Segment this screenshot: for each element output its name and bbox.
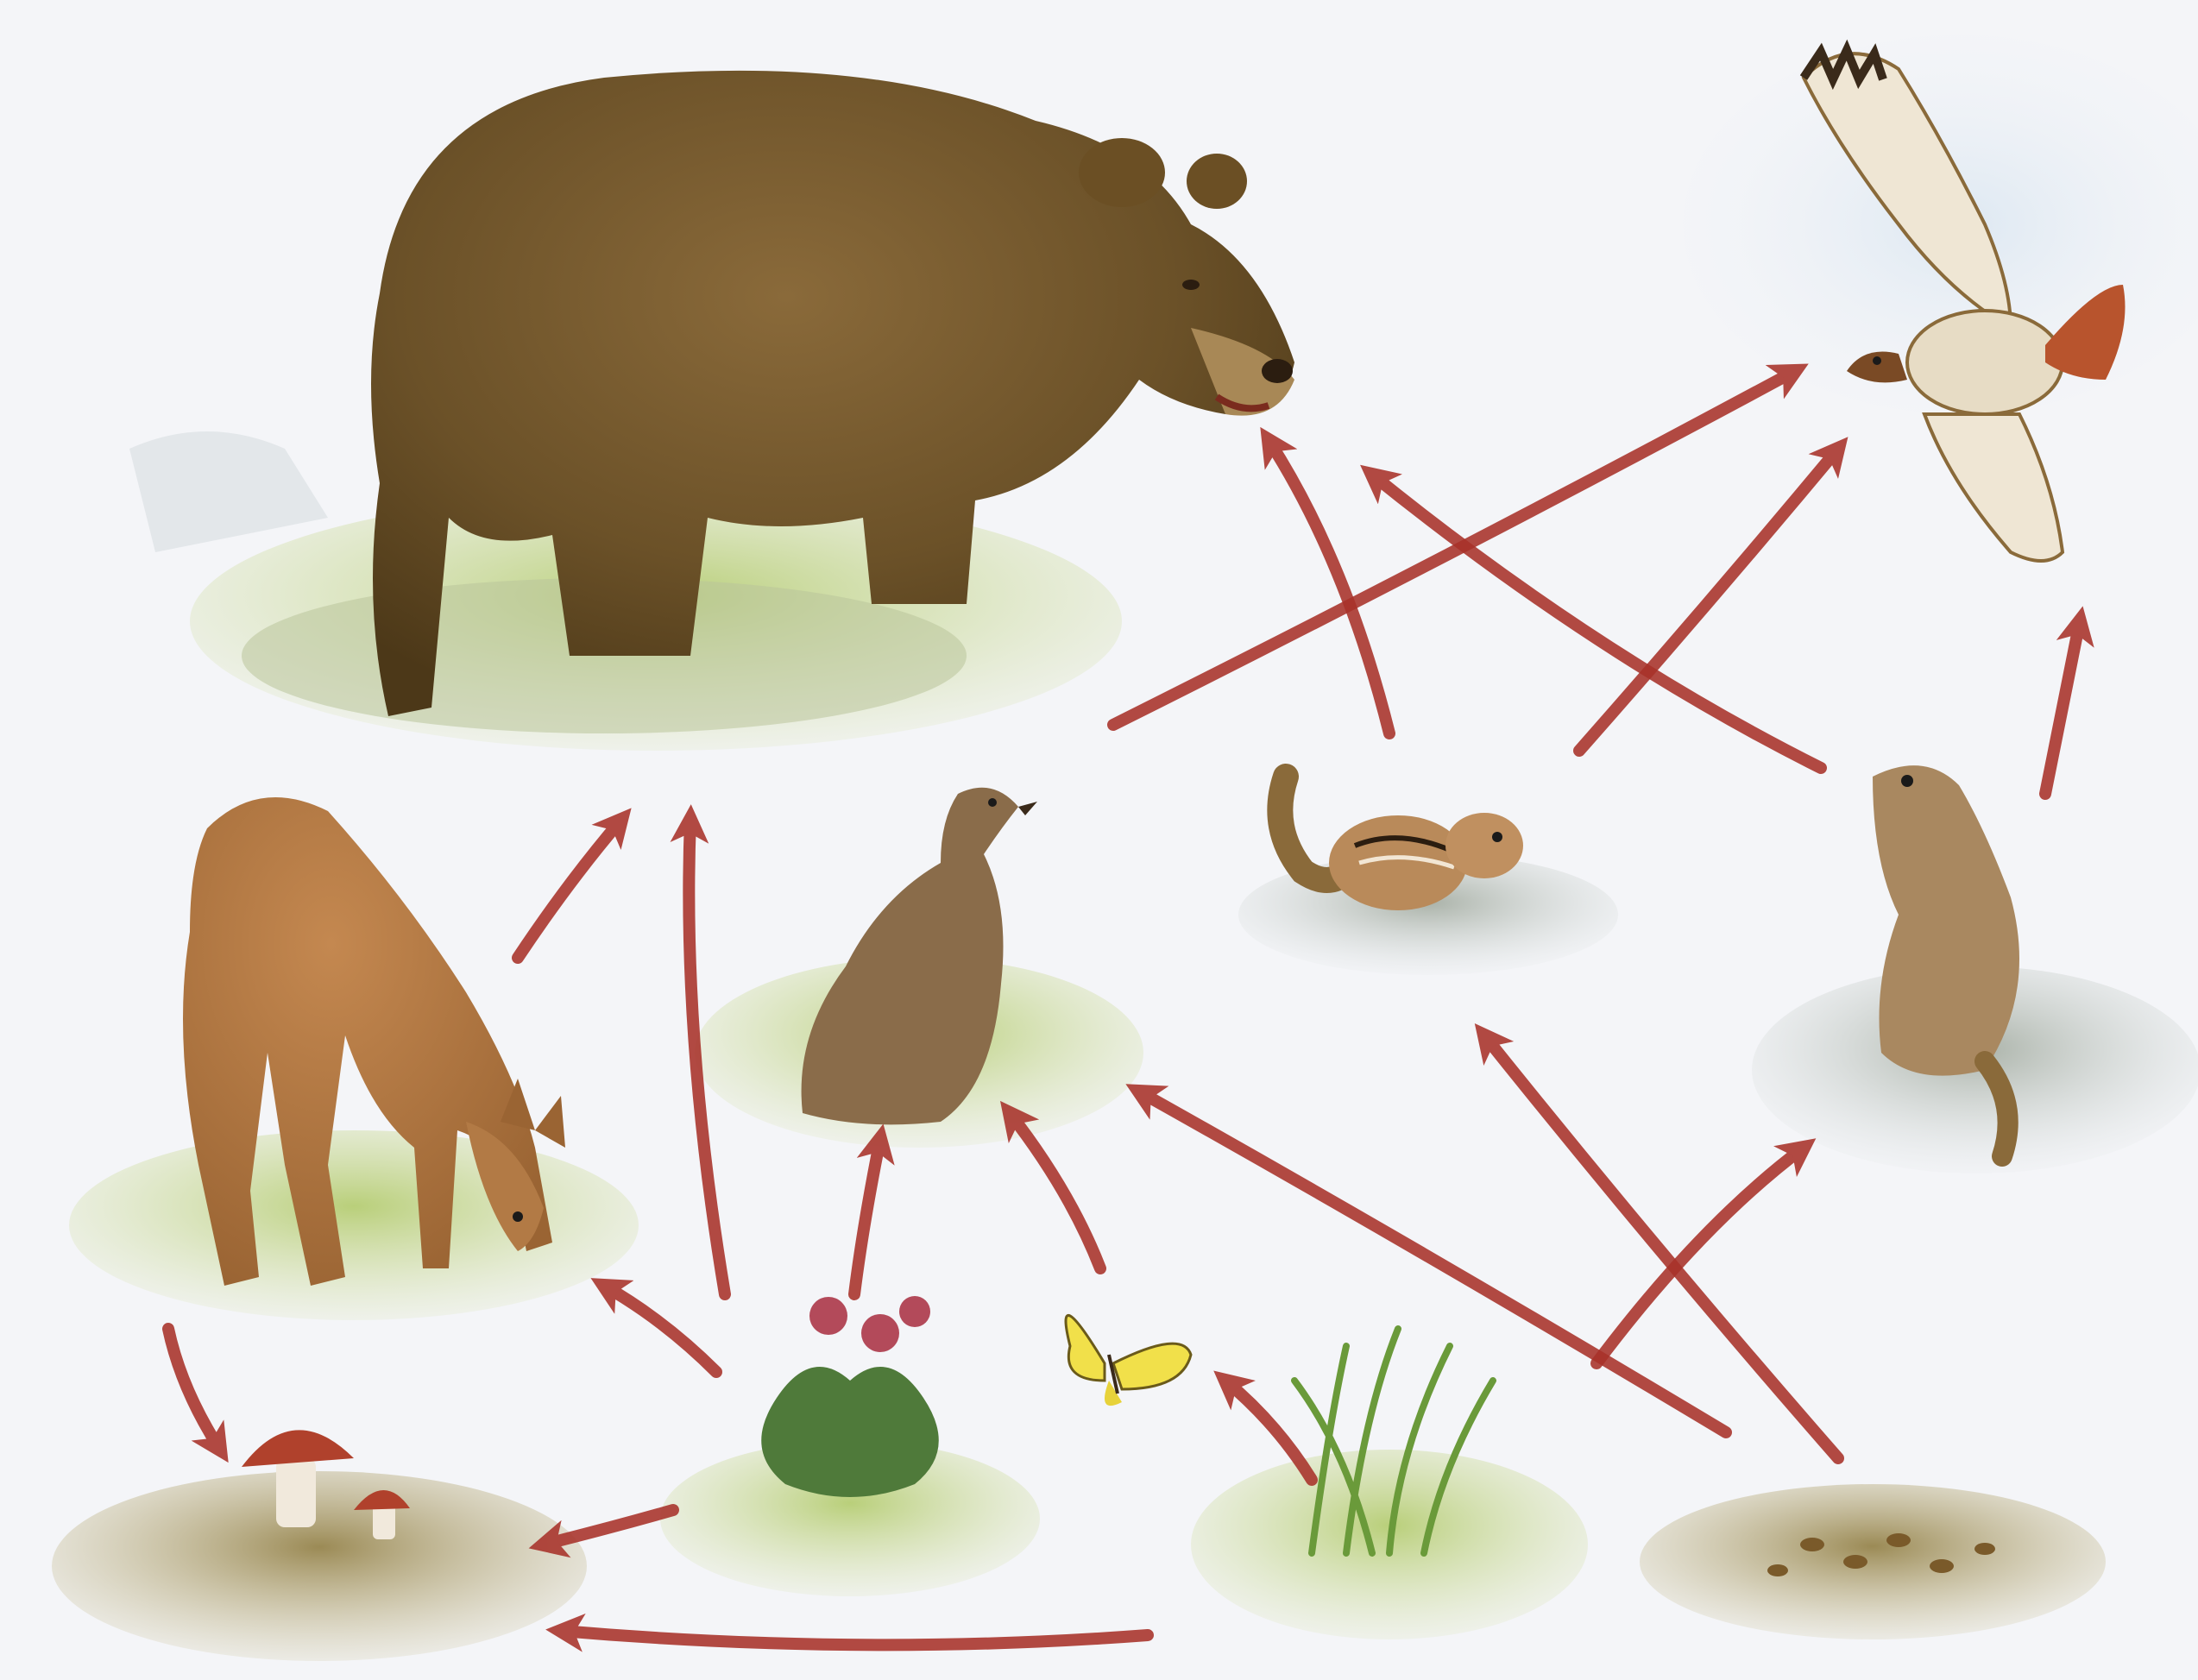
arrow-grass-to-butterfly — [1225, 1381, 1312, 1480]
grouse-illustration — [695, 788, 1143, 1148]
arrow-seeds-to-ground-squirrel — [1597, 1148, 1804, 1363]
arrow-deer-to-mushrooms — [168, 1329, 220, 1450]
grass-illustration — [1191, 1329, 1588, 1639]
deer-illustration — [69, 797, 639, 1320]
berry-shrub-illustration — [660, 1296, 1040, 1596]
arrow-grass-to-mushrooms — [561, 1631, 1148, 1645]
seeds-illustration — [1640, 1484, 2106, 1639]
arrow-berry-shrub-to-grouse — [854, 1139, 880, 1294]
arrow-chipmunk-to-bear — [1269, 440, 1389, 733]
butterfly-illustration — [1066, 1315, 1191, 1406]
hawk-illustration — [1683, 35, 2198, 561]
arrow-ground-squirrel-to-hawk — [2045, 621, 2080, 794]
chipmunk-illustration — [1238, 777, 1618, 975]
arrow-grouse-to-hawk — [1113, 371, 1795, 725]
mushroom-illustration — [52, 1430, 587, 1661]
arrow-berry-shrub-to-deer — [604, 1286, 716, 1372]
arrow-deer-to-bear — [518, 820, 621, 958]
arrow-butterfly-to-grouse — [1010, 1113, 1100, 1268]
ground-squirrel-illustration — [1752, 765, 2198, 1173]
bear-illustration — [129, 71, 1294, 751]
